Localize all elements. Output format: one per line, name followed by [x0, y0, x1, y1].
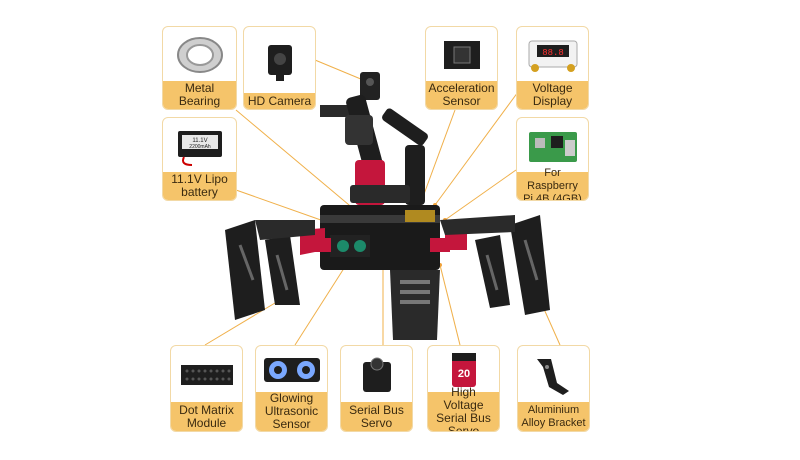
card-ultrasonic: Glowing Ultrasonic Sensor — [255, 345, 328, 432]
raspberry-pi-label: For Raspberry Pi 4B (4GB) — [517, 167, 588, 200]
serial-bus-servo-label: Serial Bus Servo — [341, 402, 412, 431]
leader-dot-matrix — [204, 299, 281, 346]
voltage-display-icon: 88.8 — [528, 40, 577, 72]
servo-icon — [362, 357, 391, 392]
bracket-label: Aluminium Alloy Bracket — [518, 402, 589, 431]
lipo-battery-label: 11.1V Lipo battery — [163, 172, 236, 200]
hexapod-robot-image — [225, 72, 550, 340]
card-hv-servo: 20 High Voltage Serial Bus Servo — [427, 345, 500, 432]
bracket-icon — [536, 359, 569, 395]
dot-matrix-icon — [180, 365, 233, 385]
leader-voltage-display — [434, 91, 519, 206]
leader-battery — [235, 189, 336, 226]
dot-matrix-label: Dot Matrix Module — [171, 402, 242, 431]
card-voltage-display: 88.8 Voltage Display — [516, 26, 589, 110]
servo-mark: 20 — [457, 368, 469, 380]
card-metal-bearing: Metal Bearing — [162, 26, 237, 110]
card-dot-matrix: Dot Matrix Module — [170, 345, 243, 432]
card-hd-camera: HD Camera — [243, 26, 316, 110]
metal-bearing-icon — [176, 37, 223, 73]
battery-voltage-mark: 11.1V — [192, 138, 207, 144]
leader-hv-servo — [439, 264, 461, 346]
acceleration-sensor-label: Acceleration Sensor — [426, 81, 497, 109]
voltage-display-label: Voltage Display — [517, 81, 588, 109]
leader-ultrasonic — [294, 261, 349, 346]
hd-camera-label: HD Camera — [244, 93, 315, 109]
card-acceleration-sensor: Acceleration Sensor — [425, 26, 498, 110]
card-lipo-battery: 11.1V 2200mAh 11.1V Lipo battery — [162, 117, 237, 201]
ultrasonic-label: Glowing Ultrasonic Sensor — [256, 392, 327, 431]
voltage-digits: 88.8 — [542, 48, 564, 58]
camera-icon — [267, 45, 292, 81]
leader-raspberry-pi — [444, 169, 517, 221]
card-bracket: Aluminium Alloy Bracket — [517, 345, 590, 432]
metal-bearing-label: Metal Bearing — [163, 81, 236, 109]
hv-servo-icon: 20 — [451, 353, 476, 387]
leader-metal-bearing — [235, 109, 356, 211]
raspberry-pi-board-icon — [528, 132, 577, 162]
hv-servo-label: High Voltage Serial Bus Servo — [428, 385, 499, 431]
card-raspberry-pi: For Raspberry Pi 4B (4GB) — [516, 117, 589, 201]
ultrasonic-sensor-icon — [263, 358, 320, 382]
leader-hd-camera — [314, 59, 369, 83]
card-serial-bus-servo: Serial Bus Servo — [340, 345, 413, 432]
leader-acceleration-sensor — [419, 109, 456, 206]
battery-capacity-mark: 2200mAh — [189, 144, 211, 150]
chip-icon — [443, 41, 480, 69]
battery-icon: 11.1V 2200mAh — [177, 131, 222, 166]
